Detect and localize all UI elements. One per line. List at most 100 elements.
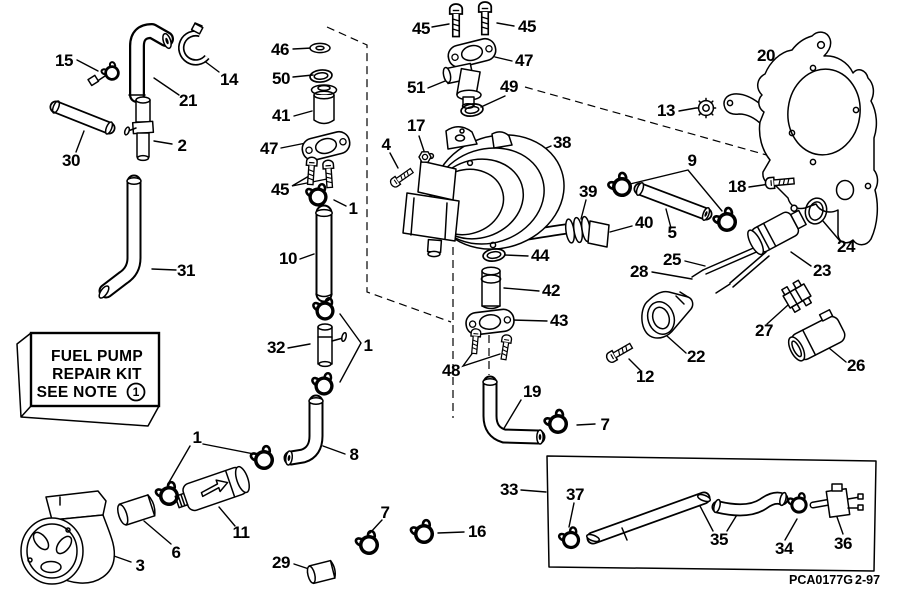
part-35-tube bbox=[585, 491, 712, 545]
hose-kit-box bbox=[546, 455, 877, 572]
callout-7-right: 7 bbox=[601, 415, 610, 434]
callout-50: 50 bbox=[272, 69, 290, 88]
callout-25: 25 bbox=[663, 250, 681, 269]
callout-15: 15 bbox=[55, 51, 73, 70]
part-20-gasket-plate bbox=[723, 31, 879, 246]
part-41-cup bbox=[310, 84, 338, 125]
callout-7-bottom: 7 bbox=[381, 503, 390, 522]
part-35-hose bbox=[711, 491, 789, 517]
callout-16: 16 bbox=[468, 522, 486, 541]
callout-35: 35 bbox=[710, 530, 728, 549]
callout-23: 23 bbox=[813, 261, 831, 280]
callout-28: 28 bbox=[630, 262, 648, 281]
part-26-connector-housing bbox=[787, 308, 846, 362]
callout-26: 26 bbox=[847, 356, 865, 375]
part-45-screw-c bbox=[448, 3, 464, 38]
callout-24: 24 bbox=[837, 237, 856, 256]
leader-lines bbox=[75, 22, 847, 570]
part-47-gasket-top bbox=[445, 35, 499, 71]
part-40-fitting bbox=[587, 220, 610, 248]
footer-doc-code: PCA0177G bbox=[789, 573, 853, 587]
kit-boundary-dashed-lines bbox=[326, 26, 771, 418]
part-1-clamp-a bbox=[303, 181, 331, 209]
callout-17: 17 bbox=[407, 116, 425, 135]
callout-44: 44 bbox=[531, 246, 550, 265]
callout-32: 32 bbox=[267, 338, 285, 357]
part-1-clamp-d bbox=[247, 443, 278, 474]
part-5-tube bbox=[633, 182, 713, 221]
part-39-connector bbox=[564, 215, 592, 244]
callout-46: 46 bbox=[271, 40, 289, 59]
part-27-connector-pins bbox=[781, 279, 813, 314]
callout-9: 9 bbox=[688, 151, 697, 170]
callout-31: 31 bbox=[177, 261, 195, 280]
part-2-fitting bbox=[123, 96, 155, 162]
part-11-fuel-filter bbox=[174, 465, 250, 512]
part-13-nut bbox=[695, 97, 717, 119]
callout-41: 41 bbox=[272, 106, 290, 125]
part-45-screw-d bbox=[477, 1, 493, 36]
part-19-elbow-hose bbox=[482, 375, 546, 445]
part-10-tube bbox=[315, 204, 333, 303]
part-15-clamp bbox=[87, 59, 124, 87]
part-3-pump-housing bbox=[20, 490, 116, 585]
callout-8: 8 bbox=[350, 445, 359, 464]
kit-box-note-number: 1 bbox=[133, 385, 140, 399]
part-38-fuel-pump bbox=[402, 126, 572, 258]
callout-1-bottom: 1 bbox=[193, 428, 202, 447]
part-48-screw-b bbox=[498, 333, 513, 361]
callout-6: 6 bbox=[172, 543, 181, 562]
callout-1-mid: 1 bbox=[364, 336, 373, 355]
callout-34: 34 bbox=[775, 539, 794, 558]
part-50-oring bbox=[308, 68, 334, 84]
callout-37: 37 bbox=[566, 485, 584, 504]
callout-36: 36 bbox=[834, 534, 852, 553]
kit-box-line1: FUEL PUMP bbox=[51, 348, 143, 365]
callout-19: 19 bbox=[523, 382, 541, 401]
callout-3: 3 bbox=[136, 556, 145, 575]
kit-box-line3: SEE NOTE bbox=[37, 384, 118, 401]
callout-45-top-r: 45 bbox=[518, 17, 536, 36]
part-32-tee-fitting bbox=[317, 323, 347, 368]
part-47-gasket-left bbox=[299, 128, 353, 164]
callout-4: 4 bbox=[382, 135, 392, 154]
note-circle-icon bbox=[126, 382, 146, 402]
repair-kit-box: FUEL PUMP REPAIR KIT SEE NOTE 1 bbox=[16, 331, 161, 427]
callout-51: 51 bbox=[407, 78, 425, 97]
callout-22: 22 bbox=[687, 347, 705, 366]
callout-33: 33 bbox=[500, 480, 518, 499]
part-4-screw bbox=[388, 165, 416, 190]
part-21-elbow-hose bbox=[128, 23, 174, 103]
part-23-valve-assembly bbox=[691, 204, 807, 294]
callout-40: 40 bbox=[635, 213, 653, 232]
part-17-nut bbox=[418, 151, 432, 163]
callout-1-top: 1 bbox=[349, 199, 358, 218]
callout-48: 48 bbox=[442, 361, 460, 380]
callout-47-left: 47 bbox=[260, 139, 278, 158]
part-6-sleeve bbox=[116, 494, 156, 526]
part-37-clamp bbox=[556, 524, 584, 553]
callout-12: 12 bbox=[636, 367, 654, 386]
part-12-screw bbox=[604, 340, 635, 365]
callout-42: 42 bbox=[542, 281, 560, 300]
part-51-elbow-fitting bbox=[442, 62, 482, 109]
kit-box-line2: REPAIR KIT bbox=[52, 366, 142, 383]
part-36-fitting bbox=[809, 483, 864, 519]
callout-5: 5 bbox=[668, 223, 677, 242]
callout-14: 14 bbox=[220, 70, 239, 89]
part-34-clamp bbox=[785, 490, 811, 517]
callout-39: 39 bbox=[579, 182, 597, 201]
callout-43: 43 bbox=[550, 311, 568, 330]
callout-38: 38 bbox=[553, 133, 571, 152]
callout-45-left: 45 bbox=[271, 180, 289, 199]
callout-10: 10 bbox=[279, 249, 297, 268]
part-7-clamp-right bbox=[541, 407, 573, 439]
callout-20: 20 bbox=[757, 46, 775, 65]
footer-doc-date: 2-97 bbox=[855, 573, 880, 587]
part-9-clamp-b bbox=[710, 205, 742, 237]
part-16-clamp bbox=[407, 517, 438, 548]
callout-2: 2 bbox=[178, 136, 187, 155]
callout-21: 21 bbox=[179, 91, 197, 110]
